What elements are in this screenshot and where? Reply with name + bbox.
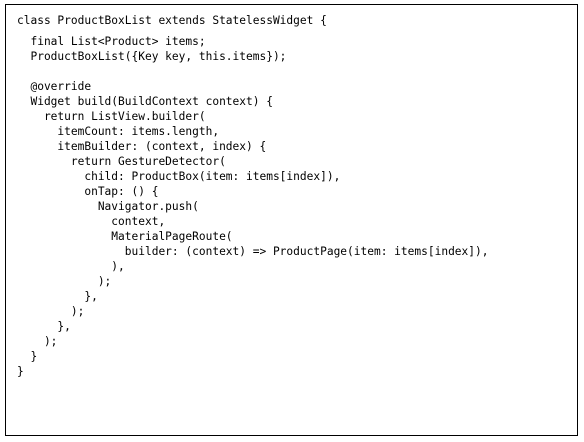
code-line-24: } (17, 365, 24, 378)
code-line-22: ); (17, 335, 58, 348)
code-line-3: ProductBoxList({Key key, this.items}); (17, 50, 287, 63)
code-line-8: itemCount: items.length, (17, 125, 220, 138)
code-line-9: itemBuilder: (context, index) { (17, 140, 267, 153)
code-line-18: ); (17, 275, 112, 288)
code-line-10: return GestureDetector( (17, 155, 226, 168)
code-line-12: onTap: () { (17, 185, 159, 198)
code-line-11: child: ProductBox(item: items[index]), (17, 170, 341, 183)
code-line-6: Widget build(BuildContext context) { (17, 95, 273, 108)
code-line-14: context, (17, 215, 166, 228)
code-line-4 (17, 64, 488, 79)
code-line-7: return ListView.builder( (17, 110, 206, 123)
code-frame: class ProductBoxList extends StatelessWi… (5, 4, 578, 436)
code-line-13: Navigator.push( (17, 200, 199, 213)
code-line-5: @override (17, 80, 92, 93)
code-line-20: ); (17, 305, 85, 318)
code-line-19: }, (17, 290, 98, 303)
code-line-1: class ProductBoxList extends StatelessWi… (17, 14, 327, 27)
code-block: class ProductBoxList extends StatelessWi… (17, 13, 488, 379)
code-line-17: ), (17, 260, 125, 273)
code-line-21: }, (17, 320, 71, 333)
code-line-2: final List<Product> items; (17, 35, 206, 48)
code-line-23: } (17, 350, 38, 363)
code-line-16: builder: (context) => ProductPage(item: … (17, 245, 489, 258)
code-line-15: MaterialPageRoute( (17, 230, 233, 243)
